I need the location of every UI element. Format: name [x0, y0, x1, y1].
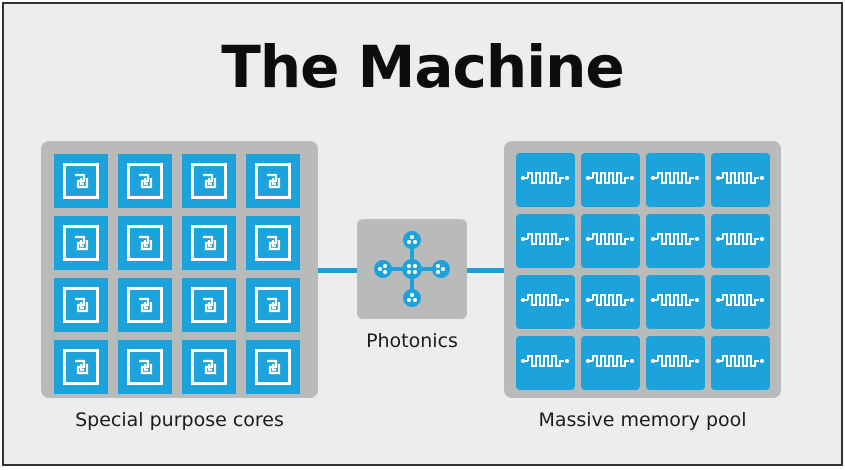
memory-tile: [646, 275, 705, 329]
core-tile: [246, 340, 300, 394]
memory-waveform-icon: [714, 292, 768, 312]
memory-waveform-icon: [584, 292, 638, 312]
core-tile: [118, 340, 172, 394]
memory-waveform-icon: [714, 170, 768, 190]
cores-label: Special purpose cores: [75, 409, 284, 431]
memory-waveform-icon: [584, 170, 638, 190]
photonic-network-icon: [374, 231, 450, 307]
photonics-hub: [357, 219, 467, 319]
memory-tile: [646, 153, 705, 207]
processor-core-icon: [191, 287, 227, 323]
memory-waveform-icon: [714, 231, 768, 251]
processor-core-icon: [127, 225, 163, 261]
processor-core-icon: [63, 349, 99, 385]
photonic-link-right: [466, 268, 506, 273]
processor-core-icon: [63, 287, 99, 323]
memory-waveform-icon: [519, 231, 573, 251]
core-tile: [118, 216, 172, 270]
memory-tile: [516, 275, 575, 329]
memory-grid: [516, 153, 770, 390]
processor-core-icon: [127, 163, 163, 199]
memory-waveform-icon: [649, 170, 703, 190]
processor-core-icon: [191, 225, 227, 261]
memory-tile: [711, 336, 770, 390]
memory-waveform-icon: [649, 231, 703, 251]
memory-tile: [581, 153, 640, 207]
memory-panel: [504, 141, 781, 398]
memory-tile: [516, 214, 575, 268]
memory-tile: [711, 214, 770, 268]
memory-tile: [646, 336, 705, 390]
memory-tile: [516, 153, 575, 207]
processor-core-icon: [255, 225, 291, 261]
memory-tile: [581, 214, 640, 268]
memory-label: Massive memory pool: [538, 409, 747, 431]
core-tile: [246, 278, 300, 332]
memory-tile: [581, 275, 640, 329]
memory-tile: [711, 153, 770, 207]
core-tile: [246, 154, 300, 208]
memory-waveform-icon: [714, 353, 768, 373]
core-grid: [54, 154, 300, 394]
processor-core-icon: [63, 225, 99, 261]
memory-waveform-icon: [649, 353, 703, 373]
page-title: The Machine: [221, 33, 624, 101]
core-tile: [118, 154, 172, 208]
core-tile: [182, 340, 236, 394]
photonic-link-left: [318, 268, 358, 273]
core-tile: [54, 278, 108, 332]
memory-tile: [646, 214, 705, 268]
memory-waveform-icon: [584, 353, 638, 373]
memory-waveform-icon: [519, 292, 573, 312]
cores-panel: [41, 141, 318, 398]
processor-core-icon: [191, 163, 227, 199]
processor-core-icon: [255, 163, 291, 199]
memory-tile: [711, 275, 770, 329]
core-tile: [54, 154, 108, 208]
core-tile: [182, 216, 236, 270]
processor-core-icon: [255, 349, 291, 385]
core-tile: [54, 216, 108, 270]
core-tile: [246, 216, 300, 270]
memory-waveform-icon: [519, 353, 573, 373]
core-tile: [54, 340, 108, 394]
processor-core-icon: [127, 349, 163, 385]
core-tile: [182, 154, 236, 208]
memory-waveform-icon: [519, 170, 573, 190]
core-tile: [182, 278, 236, 332]
memory-waveform-icon: [584, 231, 638, 251]
processor-core-icon: [63, 163, 99, 199]
memory-tile: [516, 336, 575, 390]
processor-core-icon: [255, 287, 291, 323]
processor-core-icon: [127, 287, 163, 323]
memory-tile: [581, 336, 640, 390]
memory-waveform-icon: [649, 292, 703, 312]
photonics-label: Photonics: [366, 330, 458, 352]
processor-core-icon: [191, 349, 227, 385]
core-tile: [118, 278, 172, 332]
